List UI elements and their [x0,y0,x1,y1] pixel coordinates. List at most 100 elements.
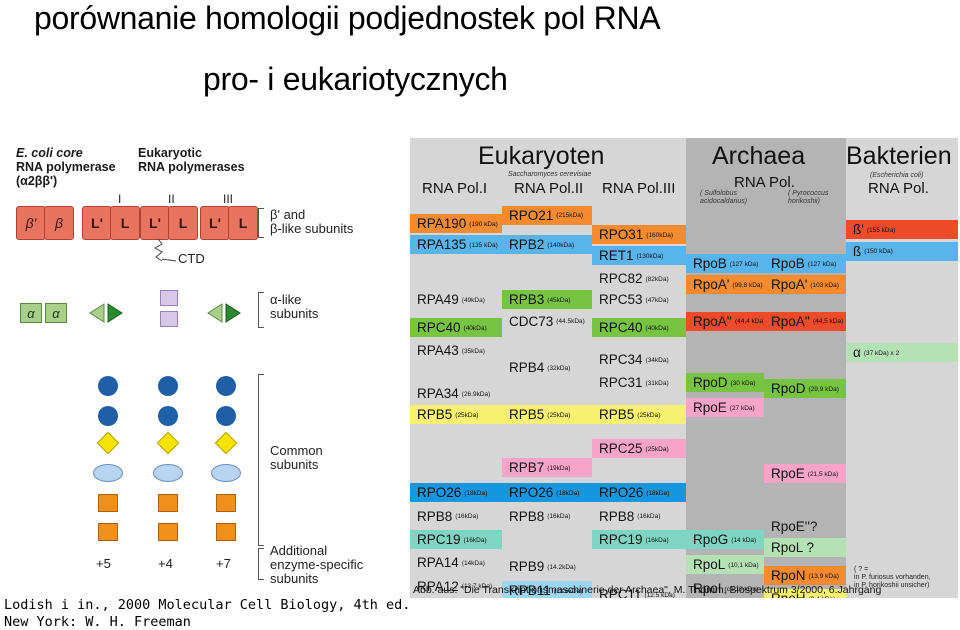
subunit-mass: (13,9 kDa) [809,573,839,580]
subunit-mass: (34kDa) [646,357,669,364]
subunit-mass: (45kDa) [547,297,570,304]
subunit-mass: (21,5 kDa) [808,471,838,478]
subunit-mass: (47kDa) [646,297,669,304]
subunit-name: RPB4 [509,360,544,375]
ctd-label: CTD [178,252,205,266]
footnote-line-2: in P. furiosus vorhanden, [854,574,931,582]
subunit-name: RPA190 [417,216,466,231]
common-square-pol2-b [158,523,178,541]
sulfolobus-line-1: ( Sulfolobus [700,190,747,198]
subunit-cell: RPB8(16kDa) [592,507,686,526]
subunit-name: RPB8 [599,509,634,524]
subunit-cell: RPA135(135 kDa) [410,235,502,254]
common-square-pol2-a [158,494,178,512]
subunit-comparison-table: Eukaryoten Archaea Bakterien Saccharomyc… [410,138,958,598]
pol1-alpha-like-triangles-icon [88,302,128,324]
subunit-cell: RpoE''? [764,517,846,536]
subunit-cell: RpoD(29,9 kDa) [764,379,846,398]
pol2-large-subunit: L' [140,206,170,240]
common-bracket [258,374,264,546]
alpha-like-label-line-1: α-like [270,293,318,307]
common-square-pol1-a [98,494,118,512]
subunit-name: ß [853,244,861,259]
alpha-subunit-2: α [45,303,67,323]
subunit-cell: RPC31(31kDa) [592,373,686,392]
numeral-III: III [223,192,233,206]
subunit-mass: (18kDa) [646,490,669,497]
subunit-mass: (190 kDa) [469,221,498,228]
subunit-name: RPB5 [417,407,452,422]
subunit-name: RPC25 [599,441,643,456]
subunit-mass: (215kDa) [556,212,583,219]
subunit-homology-diagram: E. coli core RNA polymerase (α2ββ') Euka… [0,138,400,593]
subunit-cell: CDC73(44.5kDa) [502,312,592,331]
subunit-name: RpoA'' [693,314,732,329]
subunit-name: RpoA' [771,277,807,292]
subunit-name: RPC19 [417,532,461,547]
subunit-name: RPO26 [417,485,461,500]
bacteria-background [846,138,958,598]
subunit-mass: (37 kDa) x 2 [864,350,899,357]
subunit-mass: (44,5 kDa) [813,318,843,325]
pol2-extra-count: +4 [158,556,173,571]
subunit-cell: RPB5(25kDa) [592,405,686,424]
subunit-cell: RpoA''(44,5 kDa) [764,312,846,331]
beta-bracket [258,208,264,238]
subunit-mass: (127 kDa) [730,261,759,268]
subunit-cell: RpoD(30 kDa) [686,373,764,392]
subunit-name: RPA43 [417,343,459,358]
subunit-cell: RPO26(18kDa) [410,483,502,502]
subunit-cell: RPC40(40kDa) [410,318,502,337]
common-square-pol3-a [216,494,236,512]
common-circle-pol1-b [98,406,118,426]
subunit-cell: ß(150 kDa) [846,242,958,261]
subunit-mass: (26.9kDa) [462,391,491,398]
beta-like-label: β' and β-like subunits [270,208,353,236]
footnote-line-1: ( ? = [854,566,931,574]
credit-line-1: Lodish i in., 2000 Molecular Cell Biolog… [4,597,410,613]
subunit-mass: (40kDa) [464,325,487,332]
pol2-second-subunit: L [168,206,198,240]
subunit-mass: (29,9 kDa) [809,386,839,393]
subunit-name: RpoD [693,375,728,390]
alpha-subunit-1: α [20,303,42,323]
common-ellipse-pol3 [211,464,241,482]
ecoli-header: E. coli core RNA polymerase (α2ββ') [16,146,116,188]
subunit-mass: (25kDa) [637,412,660,419]
subunit-mass: (32kDa) [547,365,570,372]
subunit-name: RPB2 [509,237,544,252]
pyrococcus-organism: ( Pyrococcus horikoshii) [788,190,828,206]
common-diamond-pol3 [215,432,238,455]
alpha-like-label: α-like subunits [270,293,318,321]
subunit-name: RPC82 [599,271,643,286]
subunit-name: RPC40 [417,320,461,335]
additional-label-line-2: enzyme-specific [270,558,363,572]
common-diamond-pol1 [97,432,120,455]
pol3-extra-count: +7 [216,556,231,571]
subunit-name: RPA34 [417,386,459,401]
subunit-cell: RPA49(49kDa) [410,290,502,309]
subunit-name: α [853,345,861,360]
subunit-name: RPC34 [599,352,643,367]
subunit-name: RpoN [771,568,806,583]
alpha-like-label-line-2: subunits [270,307,318,321]
alpha-bracket [258,292,264,328]
common-circle-pol3-b [216,406,236,426]
subunit-cell: RpoA'(99,8 kDa) [686,275,764,294]
ecoli-header-line-1: E. coli core [16,146,83,160]
subunit-cell: RPO21(215kDa) [502,206,592,225]
subunit-cell: RpoE(21,5 kDa) [764,464,846,483]
subunit-cell: ß'(155 kDa) [846,220,958,239]
subunit-mass: (16kDa) [464,537,487,544]
ecoli-organism: (Escherichia coli) [870,172,923,180]
common-label-line-2: subunits [270,458,323,472]
additional-subunits-label: Additional enzyme-specific subunits [270,544,363,586]
subunit-mass: (160kDa) [646,232,673,239]
col-pol3-header: RNA Pol.III [602,180,675,197]
subunit-name: RPC31 [599,375,643,390]
subunit-name: RPB7 [509,460,544,475]
subunit-name: RPB3 [509,292,544,307]
additional-bracket [258,548,264,580]
subunit-mass: (150 kDa) [864,248,893,255]
subunit-cell: RPA14(14kDa) [410,553,502,572]
